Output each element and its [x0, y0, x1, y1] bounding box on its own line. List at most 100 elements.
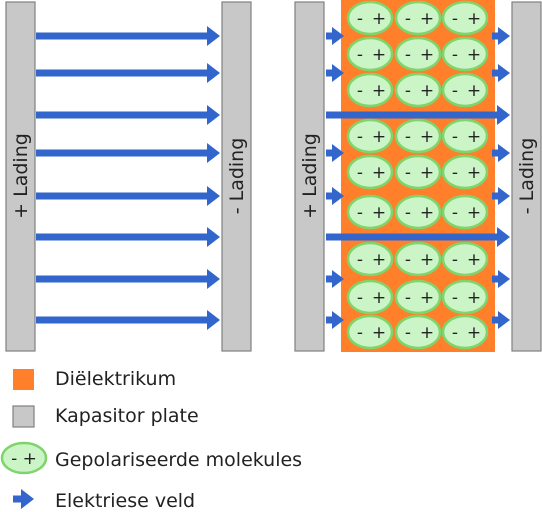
- molecule-positive-sign: +: [467, 323, 481, 343]
- field-arrow: [36, 269, 220, 289]
- molecule-positive-sign: +: [372, 288, 386, 308]
- polarized-molecule: -+: [346, 154, 394, 190]
- field-arrow-short-right: [492, 270, 510, 288]
- molecule-negative-sign: -: [405, 45, 411, 65]
- right-positive-plate-label: + Lading: [299, 133, 321, 219]
- polarized-molecule: -+: [346, 241, 394, 277]
- molecule-positive-sign: +: [467, 288, 481, 308]
- polarized-molecule: -+: [394, 241, 442, 277]
- left-capacitor: + Lading - Lading: [5, 1, 252, 352]
- molecule-positive-sign: +: [420, 163, 434, 183]
- polarized-molecule: -+: [441, 241, 489, 277]
- polarized-molecule-icon: - +: [0, 441, 48, 475]
- field-arrow-short-left: [326, 144, 344, 162]
- blue-arrow-icon: [13, 489, 34, 509]
- molecule-positive-sign: +: [467, 163, 481, 183]
- molecule-negative-sign: -: [452, 9, 458, 29]
- right-capacitor: + Lading - Lading -+-+-+-+-+-+-+-+-+-+-+…: [294, 0, 542, 352]
- molecule-positive-sign: +: [467, 81, 481, 101]
- polarized-molecule: -+: [346, 36, 394, 72]
- right-negative-plate: [511, 1, 542, 352]
- polarized-molecule: -+: [441, 194, 489, 230]
- molecule-positive-sign: +: [372, 9, 386, 29]
- field-arrow: [36, 227, 220, 247]
- polarized-molecule: -+: [394, 72, 442, 108]
- polarized-molecule: -+: [394, 118, 442, 154]
- field-arrow: [36, 63, 220, 83]
- polarized-molecule: -+: [394, 0, 442, 36]
- field-arrow: [36, 143, 220, 163]
- molecule-negative-sign: -: [357, 127, 363, 147]
- molecule-positive-sign: +: [372, 127, 386, 147]
- left-field-arrows: [36, 26, 220, 330]
- molecule-positive-sign: +: [372, 81, 386, 101]
- field-arrow-short-left: [326, 187, 344, 205]
- polarized-molecule: -+: [441, 314, 489, 350]
- left-positive-plate-label: + Lading: [10, 133, 32, 219]
- polarized-molecule: -+: [441, 118, 489, 154]
- molecule-negative-sign: -: [357, 9, 363, 29]
- molecule-negative-sign: -: [357, 163, 363, 183]
- molecule-positive-sign: +: [372, 45, 386, 65]
- molecule-negative-sign: -: [452, 203, 458, 223]
- molecule-negative-sign: -: [452, 323, 458, 343]
- legend-label-dielectric: Diëlektrikum: [55, 368, 176, 390]
- field-arrow-short-left: [326, 27, 344, 45]
- molecule-negative-sign: -: [452, 127, 458, 147]
- molecule-positive-sign: +: [372, 250, 386, 270]
- field-arrow-short-left: [326, 64, 344, 82]
- polarized-molecule: -+: [441, 36, 489, 72]
- molecule-positive-sign: +: [372, 203, 386, 223]
- polarized-molecule: -+: [394, 194, 442, 230]
- polarized-molecule: -+: [441, 279, 489, 315]
- molecule-negative-sign: -: [357, 323, 363, 343]
- legend-field-arrow: [13, 489, 34, 509]
- left-negative-plate: [221, 1, 252, 352]
- field-arrow: [36, 105, 220, 125]
- molecule-negative-sign: -: [405, 9, 411, 29]
- molecule-negative-sign: -: [357, 288, 363, 308]
- molecule-positive-sign: +: [420, 9, 434, 29]
- right-field-arrows: [326, 27, 510, 329]
- polarized-molecule: -+: [346, 0, 394, 36]
- field-arrow-short-right: [492, 187, 510, 205]
- molecule-negative-sign: -: [452, 45, 458, 65]
- field-arrow-long: [326, 105, 510, 125]
- molecule-positive-sign: +: [420, 250, 434, 270]
- field-arrow-short-right: [492, 144, 510, 162]
- molecule-negative-sign: -: [452, 163, 458, 183]
- molecule-negative-sign: -: [405, 127, 411, 147]
- molecule-positive-sign: +: [467, 9, 481, 29]
- orange-square-icon: [13, 369, 34, 390]
- polarized-molecule: -+: [394, 36, 442, 72]
- field-arrow-short-right: [492, 27, 510, 45]
- molecule-negative-sign: -: [405, 288, 411, 308]
- field-arrow-short-left: [326, 270, 344, 288]
- polarized-molecule: -+: [346, 118, 394, 154]
- molecule-negative-sign: -: [452, 288, 458, 308]
- molecule-positive-sign: +: [420, 203, 434, 223]
- molecule-positive-sign: +: [467, 250, 481, 270]
- field-arrow: [36, 186, 220, 206]
- polarized-molecules: -+-+-+-+-+-+-+-+-+-+-+-+-+-+-+-+-+-+-+-+…: [346, 0, 489, 350]
- polarized-molecule: -+: [441, 0, 489, 36]
- field-arrow-long: [326, 227, 510, 247]
- molecule-negative-sign: -: [357, 81, 363, 101]
- field-arrow: [36, 310, 220, 330]
- left-negative-plate-label: - Lading: [226, 138, 248, 215]
- field-arrow-short-right: [492, 311, 510, 329]
- molecule-positive-sign: +: [372, 323, 386, 343]
- molecule-negative-sign: -: [452, 250, 458, 270]
- molecule-positive-sign: +: [420, 323, 434, 343]
- polarized-molecule: -+: [346, 279, 394, 315]
- molecule-negative-sign: -: [405, 323, 411, 343]
- right-negative-plate-label: - Lading: [516, 138, 538, 215]
- field-arrow-short-left: [326, 311, 344, 329]
- molecule-negative-sign: -: [405, 203, 411, 223]
- molecule-positive-sign: +: [420, 81, 434, 101]
- polarized-molecule: -+: [441, 154, 489, 190]
- polarized-molecule: -+: [346, 194, 394, 230]
- legend-molecule-signs: - +: [11, 449, 37, 469]
- molecule-positive-sign: +: [467, 127, 481, 147]
